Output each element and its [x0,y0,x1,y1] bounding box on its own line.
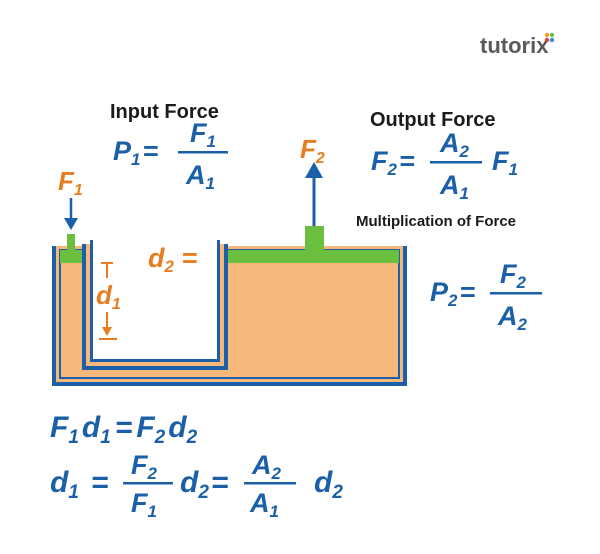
d1-label: d1 [96,280,121,313]
fraction-bar [430,161,482,164]
f2-force-label: F2 [300,134,325,167]
fraction-bar [244,482,296,485]
logo-dot [549,37,555,43]
d1-equation: d1= F2 F1 d2= A2 A1 d2 [50,450,343,521]
logo-text: tutorix [480,33,549,58]
output-force-heading: Output Force [370,109,496,131]
svg-text:A1: A1 [185,160,215,193]
logo-dot [544,32,550,38]
svg-text:F1: F1 [131,488,157,521]
tutorix-logo: tutorix [480,32,555,58]
svg-text:d1=: d1= [50,466,108,503]
small-piston-surface [60,250,82,263]
d1-marker [99,262,117,340]
f2-formula: F2= A2 A1 F1 [371,128,518,203]
svg-text:d2=: d2= [180,466,228,503]
multiplication-heading: Multiplication of Force [356,213,516,230]
fraction-bar [178,151,228,154]
svg-text:A1: A1 [249,488,279,521]
svg-text:A2: A2 [497,301,528,334]
logo-dot [544,37,550,43]
svg-text:F2=: F2= [371,146,415,179]
svg-text:d2: d2 [314,466,343,503]
input-force-heading: Input Force [110,101,219,123]
svg-text:A2: A2 [251,450,282,483]
large-piston-surface [228,250,399,263]
svg-text:P1=: P1= [113,136,158,169]
svg-text:F2: F2 [300,134,325,167]
svg-text:F1: F1 [58,166,83,199]
svg-text:F2: F2 [131,450,158,483]
f1-down-arrow-icon [64,198,78,230]
logo-dot [549,32,555,38]
svg-text:d1: d1 [96,280,121,313]
p2-formula: P2= F2 A2 [430,259,542,334]
f1-force-label: F1 [58,166,83,199]
large-piston-rod [305,226,324,250]
p1-formula: P1= F1 A1 [113,118,228,193]
f2-up-arrow-icon [305,162,323,226]
svg-text:P2=: P2= [430,277,475,310]
svg-text:d2 =: d2 = [148,243,197,276]
svg-text:F2: F2 [500,259,527,292]
svg-text:A1: A1 [439,170,469,203]
hydraulic-container [52,226,407,386]
svg-text:F1: F1 [190,118,216,151]
d2-label: d2 = [148,243,197,276]
fraction-bar [123,482,173,485]
svg-text:F1: F1 [492,146,518,179]
small-piston-rod [67,234,75,250]
svg-text:A2: A2 [439,128,470,161]
fraction-bar [490,292,542,295]
